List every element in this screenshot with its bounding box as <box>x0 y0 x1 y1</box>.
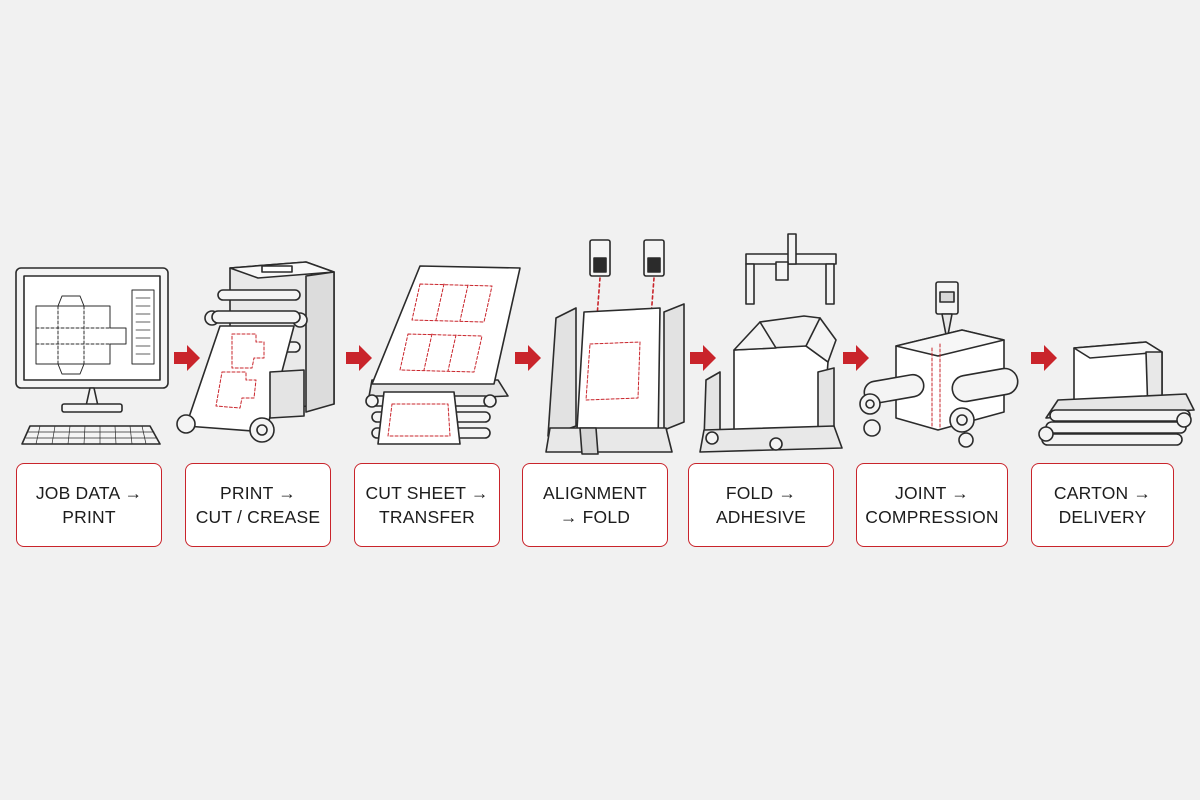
stage-label-text: CUT SHEET → TRANSFER <box>365 483 489 527</box>
stage-label-text: JOB DATA → PRINT <box>35 483 143 527</box>
stage-label-text: PRINT → CUT / CREASE <box>195 483 321 527</box>
stage-label-print: PRINT → CUT / CREASE <box>185 463 331 547</box>
stage-label-job-data: JOB DATA → PRINT <box>16 463 162 547</box>
computer-monitor-icon <box>15 267 169 445</box>
stage-label-text: CARTON → DELIVERY <box>1053 483 1152 527</box>
flow-arrow-icon <box>843 345 869 371</box>
printing-press-icon <box>176 261 335 443</box>
flow-arrow-icon <box>346 345 372 371</box>
folding-frame-icon <box>699 233 843 453</box>
stage-label-fold: FOLD → ADHESIVE <box>688 463 834 547</box>
stage-label-cut-sheet: CUT SHEET → TRANSFER <box>354 463 500 547</box>
stage-label-alignment: ALIGNMENT → FOLD <box>522 463 668 547</box>
sheet-transfer-conveyor-icon <box>365 265 521 445</box>
stage-label-joint: JOINT → COMPRESSION <box>856 463 1008 547</box>
delivery-conveyor-icon <box>1038 341 1195 446</box>
flow-arrow-icon <box>515 345 541 371</box>
flow-arrow-icon <box>1031 345 1057 371</box>
flow-arrow-icon <box>174 345 200 371</box>
flow-arrow-icon <box>690 345 716 371</box>
stage-label-text: JOINT → COMPRESSION <box>865 483 999 527</box>
stage-label-text: ALIGNMENT → FOLD <box>543 483 647 527</box>
stage-label-text: FOLD → ADHESIVE <box>715 483 807 527</box>
stage-label-carton: CARTON → DELIVERY <box>1031 463 1174 547</box>
glue-compression-rollers-icon <box>859 281 1019 448</box>
alignment-sensors-icon <box>545 239 685 455</box>
